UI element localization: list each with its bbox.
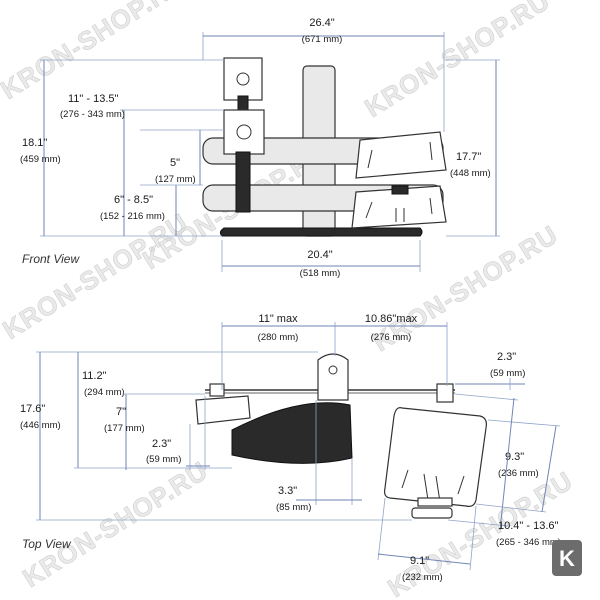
dim-depth-11-2-label: 11.2" — [82, 370, 107, 382]
rotation-icon — [328, 365, 338, 375]
top-view-drawing — [195, 353, 487, 519]
pole-head — [317, 353, 349, 401]
lower-tray-clip — [365, 197, 433, 222]
dim-overall-width-mm: (671 mm) — [302, 34, 343, 45]
watermark-text: KRON-SHOP.RU — [359, 0, 555, 123]
dim-tray-depth-mm: (236 mm) — [498, 468, 539, 479]
watermark-text: KRON-SHOP.RU — [0, 0, 191, 105]
dim-tray-reach-mm: (265 - 346 mm) — [496, 537, 561, 548]
upper-tray — [355, 131, 447, 179]
mount-hub-icon — [236, 72, 250, 86]
top-view-dimensions: 11" max (280 mm) 10.86"max (276 mm) 2.3"… — [20, 313, 561, 583]
dim-overall-width-label: 26.4" — [309, 17, 334, 29]
upper-monitor-mount — [223, 57, 263, 101]
badge-letter: K — [559, 546, 575, 571]
dim-right-ext-mm: (59 mm) — [490, 368, 525, 379]
dim-right-ext-label: 2.3" — [497, 351, 516, 363]
tray-stem — [411, 507, 453, 519]
dim-depth-17-6-mm: (446 mm) — [20, 420, 61, 431]
dim-overall-height-mm: (459 mm) — [20, 154, 61, 165]
dim-tray-reach-label: 10.4" - 13.6" — [498, 520, 558, 532]
mount-hub-icon — [236, 124, 252, 140]
dim-monitor-height-label: 11" - 13.5" — [68, 93, 119, 105]
right-end-clamp — [436, 383, 454, 403]
watermark-text: KRON-SHOP.RU — [0, 207, 193, 345]
monitor-arm-post — [235, 151, 251, 213]
dimension-line — [541, 425, 557, 513]
dimension-line — [377, 553, 471, 565]
dim-left-reach-mm: (280 mm) — [258, 332, 299, 343]
dim-left-reach-label: 11" max — [258, 313, 298, 325]
dim-left-ext-label: 2.3" — [152, 438, 171, 450]
dim-right-reach-mm: (276 mm) — [371, 332, 412, 343]
dim-monitor-height-mm: (276 - 343 mm) — [60, 109, 125, 120]
dim-offset-label: 3.3" — [278, 485, 297, 497]
front-view-title: Front View — [22, 252, 80, 266]
dim-tray-depth-label: 9.3" — [505, 451, 524, 463]
tray-clamp — [391, 185, 409, 195]
lower-monitor-mount — [223, 109, 265, 155]
dim-offset-mm: (85 mm) — [276, 502, 311, 513]
dim-depth-7-label: 7" — [116, 406, 126, 418]
right-tray — [383, 407, 487, 507]
lower-tray — [351, 185, 447, 229]
watermark-text: KRON-SHOP.RU — [17, 455, 213, 593]
watermark-badge: K — [552, 540, 582, 576]
dim-depth-11-2-mm: (294 mm) — [84, 387, 125, 398]
dim-lower-height-label: 6" - 8.5" — [114, 194, 153, 206]
dim-overall-height-label: 18.1" — [22, 137, 47, 149]
dim-adjust-5-mm: (127 mm) — [155, 174, 196, 185]
dim-depth-17-6-label: 17.6" — [20, 403, 45, 415]
dim-left-ext-mm: (59 mm) — [146, 454, 181, 465]
dimension-line — [499, 397, 515, 531]
front-view-dimensions: 26.4" (671 mm) 18.1" (459 mm) 11" - 13.5… — [20, 17, 500, 279]
dim-tray-width-label: 9.1" — [410, 555, 429, 567]
badge-box — [552, 540, 582, 576]
front-base — [219, 227, 423, 237]
dim-base-width-mm: (518 mm) — [300, 268, 341, 279]
dim-tray-width-mm: (232 mm) — [402, 572, 443, 583]
top-view-title: Top View — [22, 537, 72, 551]
dim-right-height-label: 17.7" — [456, 151, 481, 163]
dim-adjust-5-label: 5" — [170, 157, 180, 169]
upper-mount-neck — [237, 95, 249, 111]
dim-depth-7-mm: (177 mm) — [104, 423, 145, 434]
dim-right-reach-label: 10.86"max — [365, 313, 418, 325]
dim-lower-height-mm: (152 - 216 mm) — [100, 211, 165, 222]
left-mount — [195, 395, 251, 425]
dim-right-height-mm: (448 mm) — [450, 168, 491, 179]
dim-base-width-label: 20.4" — [307, 249, 332, 261]
upper-tray-clip — [367, 141, 433, 169]
front-view-drawing — [202, 57, 447, 237]
